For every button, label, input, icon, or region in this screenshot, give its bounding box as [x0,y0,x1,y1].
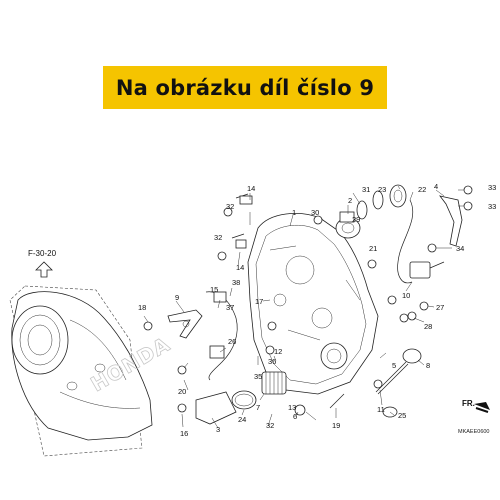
reference-label: F-30-20 [28,249,57,258]
callout: 9 [175,293,179,302]
direction-label: FR. [462,399,475,408]
callout: 37 [226,303,234,312]
callout: 15 [210,285,218,294]
bolt-19 [329,393,345,409]
oil-filter [261,371,287,395]
callout: 32 [214,233,222,242]
callout: 27 [436,303,444,312]
callout: 1 [292,208,296,217]
callout: 6 [293,412,297,421]
bracket-part-9 [167,309,203,339]
left-cover-outline [9,285,143,457]
reference-arrow [35,261,53,278]
callout: 21 [369,244,377,253]
callout: 31 [362,185,370,194]
callout: 13 [288,403,296,412]
callout: 14 [247,184,255,193]
banner-text: Na obrázku díl číslo 9 [115,75,375,100]
callout: 33 [488,202,496,211]
callout: 19 [332,421,340,430]
diagram-code: MKAEE0600 [458,429,490,435]
callout: 4 [434,182,438,191]
callout: 32 [266,421,274,430]
callout: 7 [256,403,260,412]
callout: 17 [255,297,263,306]
callout: 34 [456,244,464,253]
callout: 33 [488,183,496,192]
callout: 24 [238,415,246,424]
bracket-part-4 [439,195,463,247]
callout: 20 [178,387,186,396]
speed-sensor-harness [397,199,445,284]
cover-plate [195,391,237,425]
front-direction-arrow: FR. [462,399,490,413]
callout: 18 [138,303,146,312]
callout: 10 [402,291,410,300]
callout: 35 [254,372,262,381]
crankcase-cover [247,213,379,395]
callout: 22 [418,185,426,194]
connector-15 [213,291,227,303]
bearing-seal [356,184,407,220]
callout-labels: 1 2 3 4 5 6 7 8 9 10 11 12 13 14 14 15 1… [138,182,496,438]
callout: 30 [311,208,319,217]
callout: 14 [236,263,244,272]
callout: 11 [377,405,385,414]
callout: 36 [268,357,276,366]
part-number-banner: Na obrázku díl číslo 9 [103,66,387,109]
switch-body [209,345,225,359]
callout: 32 [226,202,234,211]
callout: 5 [392,361,396,370]
callout: 3 [216,425,220,434]
left-side-cover [11,291,153,441]
callout: 25 [398,411,406,420]
callout: 38 [232,278,240,287]
o-ring-24 [231,390,257,410]
callout: 2 [348,196,352,205]
callout: 29 [352,215,360,224]
leader-lines [143,185,464,429]
callout: 23 [378,185,386,194]
callout: 8 [426,361,430,370]
callout: 16 [180,429,188,438]
callout: 28 [424,322,432,331]
callout: 26 [228,337,236,346]
gear-assembly [335,211,361,239]
callout: 12 [274,347,282,356]
